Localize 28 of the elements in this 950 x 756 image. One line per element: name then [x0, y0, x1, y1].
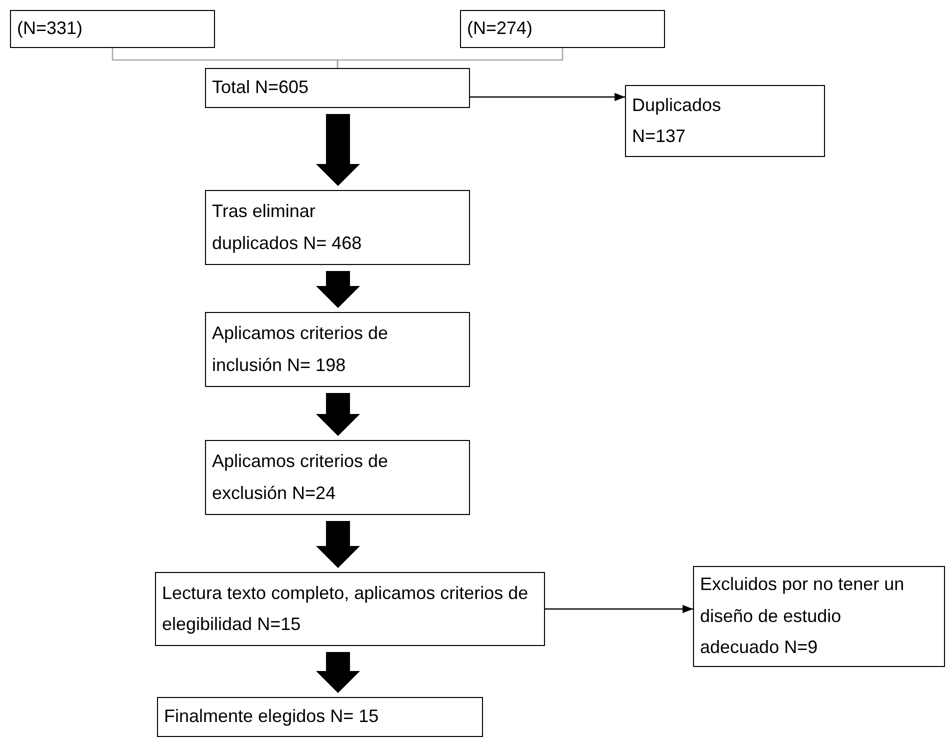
process-box — [157, 697, 483, 737]
box-text: Aplicamos criterios de exclusión N=24 — [212, 450, 390, 504]
box-text: Lectura texto completo, aplicamos criterios de elegibilidad N=15 — [162, 582, 530, 636]
process-box — [205, 440, 470, 515]
process-box — [205, 312, 470, 387]
box-text: Finalmente elegidos N= 15 — [164, 705, 379, 728]
box-text: (N=331) — [17, 17, 83, 40]
arrow — [470, 92, 625, 102]
process-box — [693, 566, 945, 667]
process-box — [10, 10, 215, 48]
process-box — [460, 10, 665, 48]
box-text: Duplicados N=137 — [632, 94, 722, 148]
box-text: Tras eliminar duplicados N= 468 — [212, 200, 363, 255]
box-text: Excluidos por no tener un diseño de estudio adecuado N=9 — [700, 573, 905, 660]
block-arrow — [316, 652, 360, 693]
block-arrow — [316, 521, 360, 568]
process-box — [205, 68, 470, 108]
block-arrow — [316, 271, 360, 308]
connector-line — [336, 48, 564, 68]
box-text: Total N=605 — [212, 76, 309, 100]
process-box — [205, 190, 470, 265]
process-box — [625, 85, 825, 157]
block-arrow — [316, 393, 360, 436]
box-text: (N=274) — [467, 17, 533, 40]
arrow — [545, 604, 693, 614]
box-text: Aplicamos criterios de inclusión N= 198 — [212, 322, 390, 376]
process-box — [155, 572, 545, 646]
block-arrow — [316, 114, 360, 186]
